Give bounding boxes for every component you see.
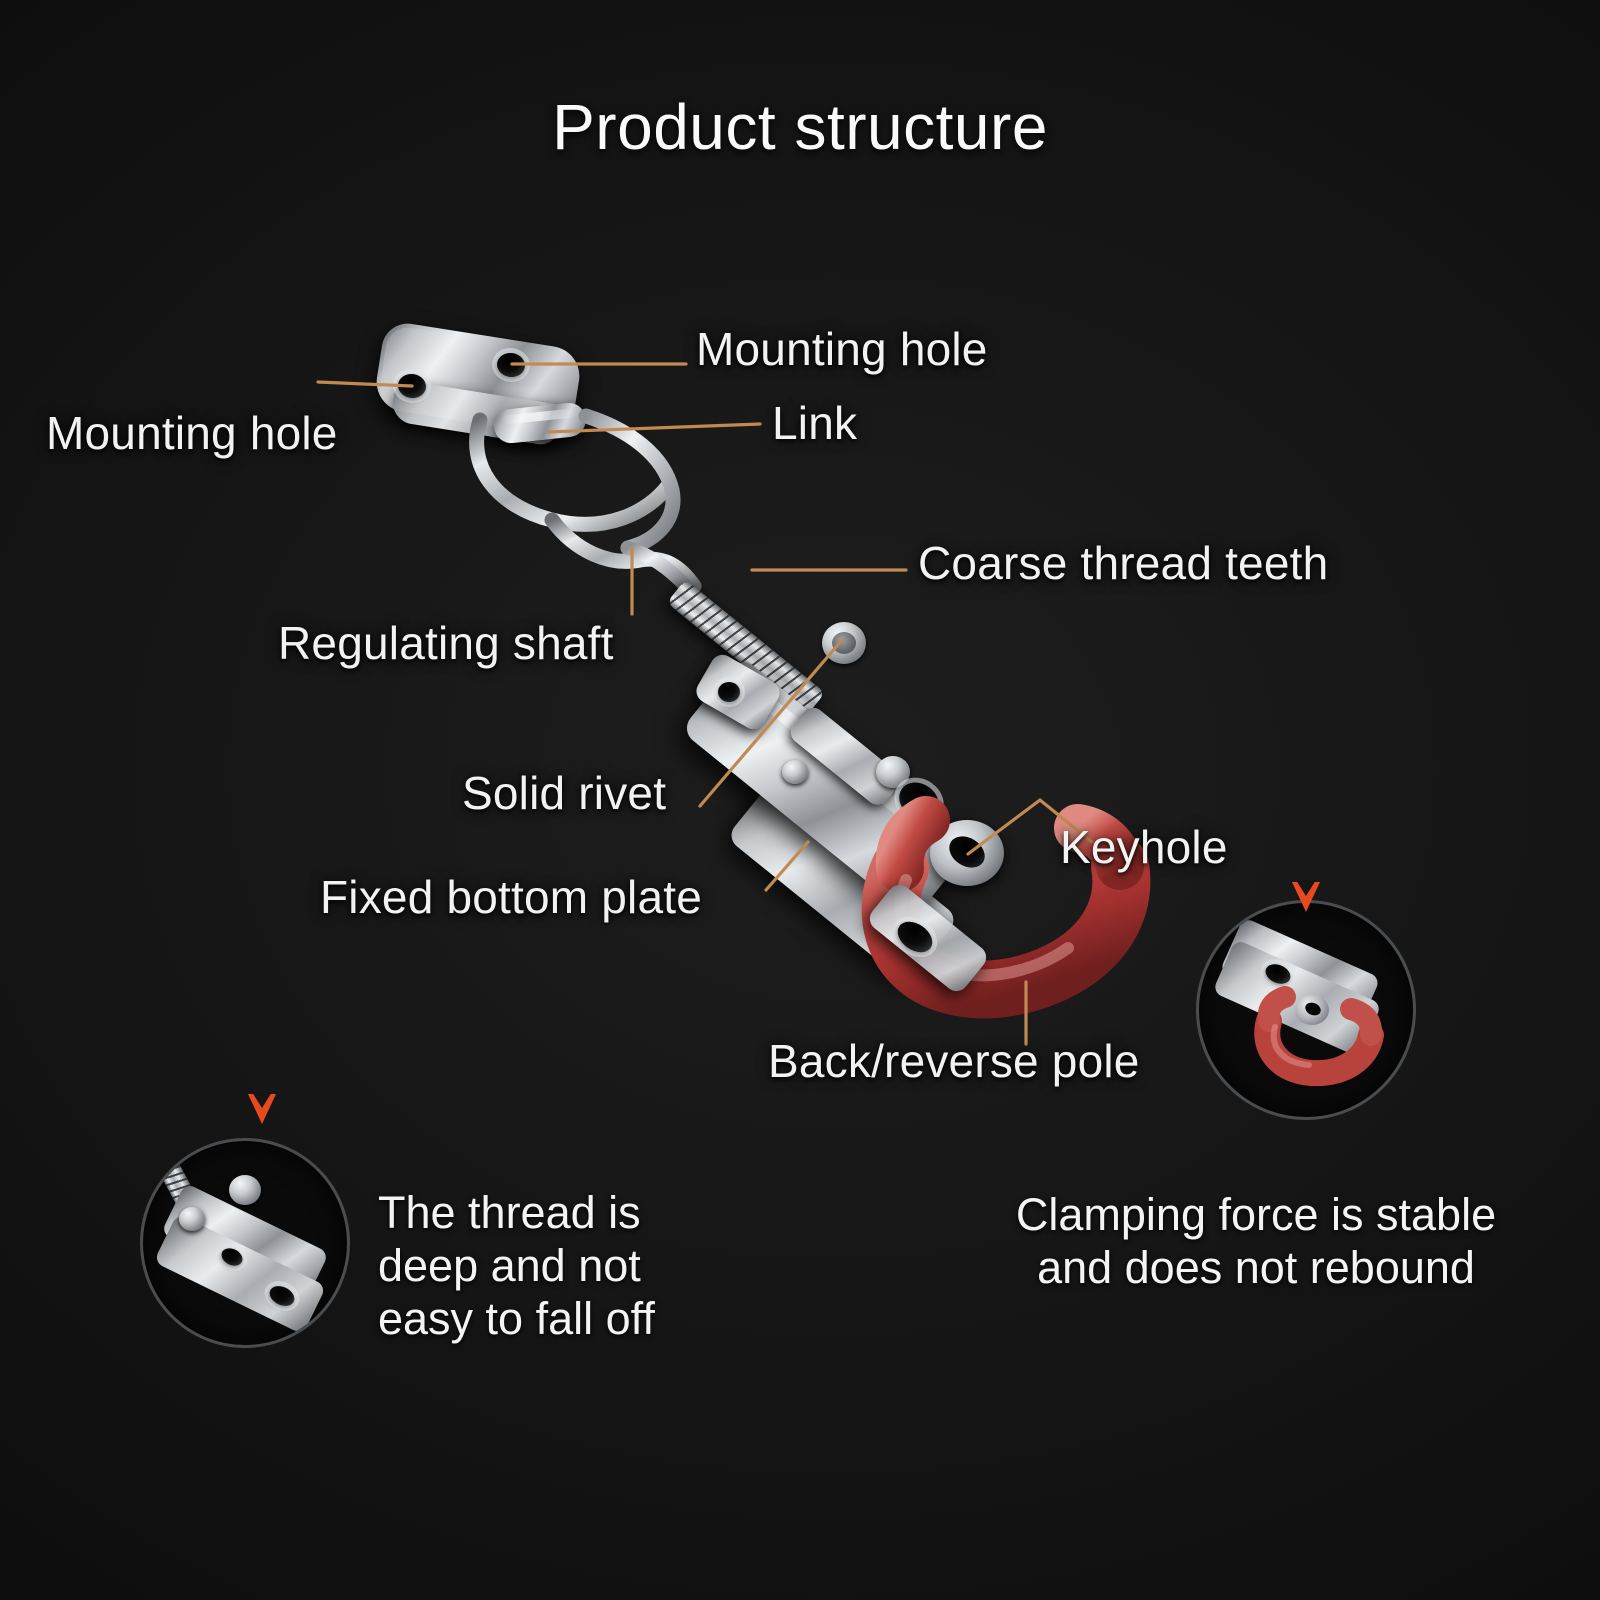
label-solid-rivet: Solid rivet xyxy=(462,767,667,819)
bracket-hole xyxy=(718,682,740,702)
callout-circle-clamping xyxy=(1196,900,1416,1120)
callout-clamping-grip xyxy=(1254,986,1384,1087)
label-mounting-hole-right: Mounting hole xyxy=(696,323,988,375)
label-back-reverse-pole: Back/reverse pole xyxy=(768,1035,1140,1087)
label-mounting-hole-left: Mounting hole xyxy=(46,407,338,459)
label-coarse-thread-teeth: Coarse thread teeth xyxy=(918,537,1329,589)
label-regulating-shaft: Regulating shaft xyxy=(278,617,614,669)
callout-thread-line2: deep and not xyxy=(378,1240,641,1292)
callout-clamping-text: Clamping force is stable and does not re… xyxy=(986,1188,1526,1294)
solid-rivet-lower xyxy=(876,756,910,788)
solid-rivet-upper-inner xyxy=(832,632,856,654)
label-keyhole: Keyhole xyxy=(1060,821,1228,873)
page-title: Product structure xyxy=(552,91,1048,163)
callout-thread-rivet xyxy=(229,1175,261,1205)
leader-keyhole xyxy=(966,797,1094,856)
leader-link xyxy=(546,422,762,434)
callout-clamping-line1: Clamping force is stable xyxy=(1015,1189,1497,1240)
leader-mounting-hole-left xyxy=(316,380,414,388)
leader-solid-rivet xyxy=(698,638,844,808)
callout-thread-line1: The thread is xyxy=(378,1187,641,1238)
solid-rivet-mid xyxy=(782,760,808,784)
callout-clamping-line2: and does not rebound xyxy=(1037,1242,1475,1294)
callout-circle-thread xyxy=(140,1138,350,1348)
callout-thread-rivet-2 xyxy=(179,1207,205,1231)
callout-thread-text: The thread is deep and not easy to fall … xyxy=(378,1186,655,1345)
leader-fixed-bottom-plate xyxy=(764,840,810,892)
label-link: Link xyxy=(772,397,858,449)
label-fixed-bottom-plate: Fixed bottom plate xyxy=(320,871,703,923)
callout-thread-line3: easy to fall off xyxy=(378,1293,655,1345)
